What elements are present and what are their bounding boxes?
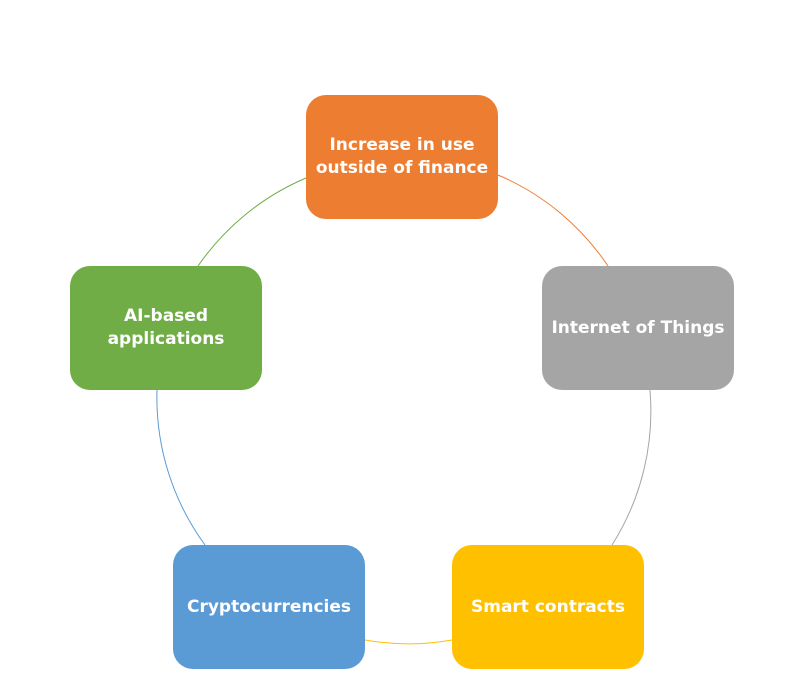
node-smart-contracts: Smart contracts: [452, 545, 644, 669]
connector-arc-4: [197, 177, 307, 267]
node-increase-in-use-outside-finance: Increase in use outside of finance: [306, 95, 498, 219]
connector-arc-1: [611, 389, 652, 546]
node-ai-based-applications: AI-based applications: [70, 266, 262, 390]
connector-arc-3: [156, 389, 206, 546]
node-cryptocurrencies: Cryptocurrencies: [173, 545, 365, 669]
connector-arc-2: [364, 639, 453, 645]
connector-arc-0: [497, 174, 609, 267]
node-internet-of-things: Internet of Things: [542, 266, 734, 390]
